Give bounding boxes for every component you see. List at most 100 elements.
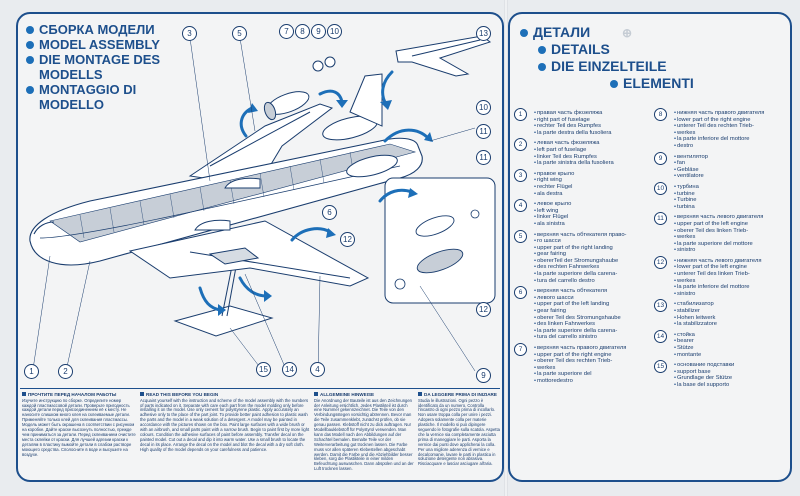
- part-label: gear fairing: [534, 308, 642, 315]
- instructions-de-body: Die Anordnung der Bauteile ist aus den Z…: [314, 397, 414, 472]
- part-number: 1: [514, 108, 527, 121]
- part-label: werkes: [674, 234, 790, 241]
- part-label: ventilatore: [674, 173, 790, 180]
- part-item-4: 4левое крылоleft winglinker Flügelala si…: [512, 199, 642, 228]
- part-number: 5: [514, 229, 527, 243]
- show-through-logo: ⊕: [622, 26, 633, 40]
- part-item-10: 10 турбинаturbineTurbineturbina: [652, 181, 790, 211]
- part-label: верхняя часть левого двигателя: [674, 214, 790, 221]
- callout-13: 13: [476, 26, 491, 41]
- part-label: turbina: [674, 204, 790, 211]
- details-it: ELEMENTI: [623, 75, 694, 91]
- engine-detail-inset: [384, 177, 496, 304]
- part-label: linker Flügel: [534, 214, 642, 221]
- part-item-6: 6верхняя часть обтекателялевого шассиupp…: [512, 286, 642, 341]
- title-de: DIE MONTAGE DES: [39, 52, 161, 67]
- part-label: Gebläse: [674, 167, 790, 174]
- fuselage: [29, 137, 423, 266]
- part-label: upper part of the left landing: [534, 301, 642, 308]
- part-label: Hohen leitwerk: [674, 315, 790, 322]
- part-label: stabilizer: [674, 308, 790, 315]
- callout-6: 6: [322, 205, 337, 220]
- details-en: DETAILS: [551, 41, 610, 57]
- part-label: la stabilizzatore: [674, 321, 790, 328]
- title-de-cont: MODELLS: [39, 67, 103, 82]
- callout-2: 2: [58, 364, 73, 379]
- part-label: левое крыло: [534, 201, 642, 208]
- part-number: 8: [654, 108, 667, 121]
- part-label: вентилятор: [674, 154, 790, 161]
- arrow-heads: [218, 100, 433, 316]
- part-label: werkes: [674, 130, 790, 137]
- callout-3: 3: [182, 26, 197, 41]
- instructions-it: DA LEGGERE PRIMA DI INIZIARE Studia le i…: [418, 392, 500, 478]
- part-label: ala sinistra: [534, 221, 642, 228]
- part-label: верхняя часть обтекателя: [534, 288, 642, 295]
- part-label: des linken Fahrwerkes: [534, 321, 642, 328]
- instructions-de-heading: ALLGEMEINE HINWEISE: [320, 392, 375, 397]
- part-label: la parte superiore del: [534, 371, 642, 378]
- part-number: 7: [514, 343, 527, 356]
- bullet-icon: [26, 41, 34, 49]
- part-label: la parte inferiore del mottore: [674, 284, 790, 291]
- part-label: oberer Teil des linken Trieb-: [674, 228, 790, 235]
- part-number: 10: [654, 181, 667, 195]
- part-label: lower part of the left engine: [674, 264, 790, 271]
- assembly-title: СБОРКА МОДЕЛИ MODEL ASSEMBLY DIE MONTAGE…: [26, 22, 160, 112]
- part-label: левого шасси: [534, 295, 642, 302]
- callout-4: 4: [310, 362, 325, 377]
- part-label: la parte superiore della carena-: [534, 271, 642, 278]
- part-label: ala destra: [534, 191, 642, 198]
- instructions-ru-body: Изучите инструкцию по сборке. Определите…: [22, 397, 136, 457]
- right-engine-part: [263, 56, 336, 121]
- callout-14: 14: [282, 362, 297, 377]
- callout-7: 7: [279, 24, 294, 39]
- gear-fairings: [194, 177, 261, 231]
- part-label: unterer Teil des linken Trieb-: [674, 271, 790, 278]
- instructions-it-body: Studia le illustrazioni. Ogni pezzo è id…: [418, 397, 500, 467]
- part-label: правая часть фюзеляжа: [534, 110, 642, 117]
- details-title: ДЕТАЛИ DETAILS DIE EINZELTEILE ELEMENTI: [520, 24, 790, 92]
- instructions-en-heading: READ THIS BEFORE YOU BEGIN: [146, 392, 219, 397]
- part-number: 9: [654, 151, 667, 165]
- part-item-9: 9вентиляторfanGebläseventilatore: [652, 151, 790, 180]
- part-label: turbine: [674, 191, 790, 198]
- part-label: la parte superiore della carena-: [534, 328, 642, 335]
- parts-list-right: 8нижняя часть правого двигателяlower par…: [652, 108, 790, 393]
- part-label: la base del supporto: [674, 382, 790, 389]
- callout-9b: 9: [476, 368, 491, 383]
- part-item-8: 8нижняя часть правого двигателяlower par…: [652, 108, 790, 150]
- part-label: го шасси: [534, 238, 642, 245]
- part-label: rechter Flügel: [534, 184, 642, 191]
- part-number: 11: [654, 212, 667, 226]
- part-label: right part of fuselage: [534, 117, 642, 124]
- part-item-15: 15основание подставкиsupport baseGrundla…: [652, 360, 790, 389]
- part-item-2: 2левая часть фюзеляжаleft part of fusela…: [512, 138, 642, 166]
- part-item-1: 1 правая часть фюзеляжаright part of fuse…: [512, 108, 642, 137]
- part-label: unterer Teil des rechten Trieb-: [674, 123, 790, 130]
- part-number: 3: [514, 168, 527, 182]
- part-label: bearer: [674, 338, 790, 345]
- instructions-de: ALLGEMEINE HINWEISE Die Anordnung der Ba…: [314, 392, 414, 478]
- part-label: destro: [674, 143, 790, 150]
- part-item-13: 13стабилизаторstabilizerHohen leitwerkla…: [652, 299, 790, 328]
- part-number: 14: [654, 329, 667, 343]
- square-bullet-icon: [314, 392, 318, 396]
- title-en: MODEL ASSEMBLY: [39, 37, 160, 52]
- part-label: la parte destra della fusoliera: [534, 130, 642, 137]
- part-label: Turbine: [674, 197, 790, 204]
- left-wing: [128, 220, 370, 287]
- part-label: стойка: [674, 332, 790, 339]
- part-label: la parte inferiore del mottore: [674, 136, 790, 143]
- callout-11: 11: [476, 124, 491, 139]
- part-number: 2: [514, 138, 527, 152]
- part-label: des rechten Fahrwerkes: [534, 264, 642, 271]
- part-label: left wing: [534, 208, 642, 215]
- details-ru: ДЕТАЛИ: [533, 24, 591, 40]
- part-label: tura del carrello sinistro: [534, 334, 642, 341]
- part-number: 13: [654, 299, 667, 313]
- part-label: mottoredestro: [534, 378, 642, 385]
- part-label: турбина: [674, 184, 790, 191]
- part-label: upper part of the right landing: [534, 245, 642, 252]
- callout-11b: 11: [476, 150, 491, 165]
